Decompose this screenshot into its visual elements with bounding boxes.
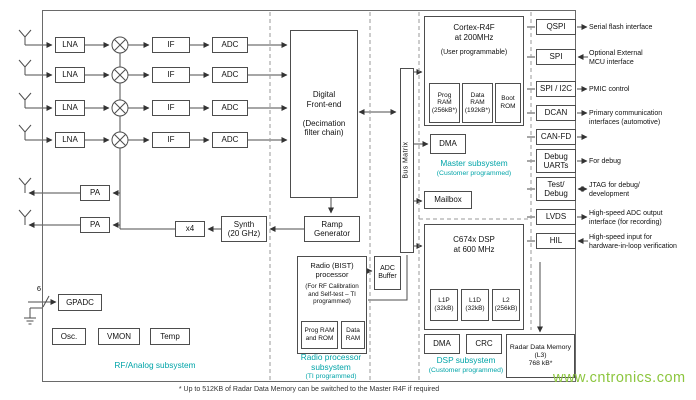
lna-block-1: LNA (55, 37, 85, 53)
bus-matrix-label: Bus Matrix (402, 141, 410, 180)
l1p-block: L1P (32kB) (430, 289, 458, 321)
radio-subsystem-sublabel: (TI programmed) (305, 373, 357, 380)
mixer-icon (111, 36, 129, 149)
cortex-data-ram-block: Data RAM (192kB*) (462, 83, 493, 123)
external-label-pmic: PMIC control (589, 86, 630, 93)
radio-bist-title: Radio (BIST) processor (310, 261, 354, 279)
crc-block: CRC (466, 334, 502, 354)
if-block-2: IF (152, 67, 190, 83)
if-block-1: IF (152, 37, 190, 53)
cortex-prog-ram-block: Prog RAM (256kB*) (429, 83, 460, 123)
external-label-debug: For debug (589, 158, 621, 165)
dsp-dma-block: DMA (424, 334, 460, 354)
adc-block-3: ADC (212, 100, 248, 116)
pa-block-2: PA (80, 217, 110, 233)
radar-data-memory-block: Radar Data Memory (L3) 768 kB* (506, 334, 575, 378)
radio-data-ram-block: Data RAM (341, 321, 365, 349)
canfd-block: CAN-FD (536, 129, 576, 145)
c674x-dsp-block: C674x DSP at 600 MHz L1P (32kB) L1D (32k… (424, 224, 524, 330)
footnote: * Up to 512KB of Radar Data Memory can b… (178, 386, 440, 393)
external-label-serial-flash: Serial flash interface (589, 24, 653, 31)
l1d-block: L1D (32kB) (461, 289, 489, 321)
adc-block-2: ADC (212, 67, 248, 83)
master-subsystem-label: Master subsystem (440, 158, 508, 168)
x4-multiplier-block: x4 (175, 221, 205, 237)
lna-block-2: LNA (55, 67, 85, 83)
radio-bist-note: (For RF Calibration and Self-test – TI p… (305, 283, 359, 306)
antenna-icon (18, 29, 32, 225)
ground-icon (24, 307, 42, 325)
ramp-generator-block: Ramp Generator (304, 216, 360, 242)
master-dma-block: DMA (430, 134, 466, 154)
radio-prog-ram-block: Prog RAM and ROM (301, 321, 338, 349)
radio-subsystem-label: Radio processor subsystem (300, 352, 362, 372)
if-block-3: IF (152, 100, 190, 116)
cortex-r4f-block: Cortex-R4F at 200MHz (User programmable)… (424, 16, 524, 126)
external-label-comm: Primary communication interfaces (automo… (589, 110, 663, 127)
qspi-block: QSPI (536, 19, 576, 35)
adc-block-4: ADC (212, 132, 248, 148)
subsystem-boundaries (269, 12, 532, 380)
dsp-title: C674x DSP at 600 MHz (453, 235, 495, 254)
dsp-subsystem-label: DSP subsystem (436, 355, 496, 365)
rf-subsystem-label: RF/Analog subsystem (114, 360, 196, 370)
lna-block-3: LNA (55, 100, 85, 116)
cortex-boot-rom-block: Boot ROM (495, 83, 521, 123)
radio-bist-block: Radio (BIST) processor (For RF Calibrati… (297, 256, 367, 354)
synth-block: Synth (20 GHz) (221, 216, 267, 242)
adc-block-1: ADC (212, 37, 248, 53)
gpadc-block: GPADC (58, 294, 102, 311)
vmon-block: VMON (98, 328, 140, 345)
external-label-jtag: JTAG for debug/ development (589, 182, 640, 199)
pa-block-1: PA (80, 185, 110, 201)
digital-frontend-block: Digital Front-end (Decimation filter cha… (290, 30, 358, 198)
dcan-block: DCAN (536, 105, 576, 121)
test-debug-block: Test/ Debug (536, 177, 576, 201)
watermark: www.cntronics.com (553, 370, 686, 386)
mailbox-block: Mailbox (424, 191, 472, 209)
spi-i2c-block: SPI / I2C (536, 81, 576, 97)
temp-block: Temp (150, 328, 190, 345)
debug-uarts-block: Debug UARTs (536, 149, 576, 173)
external-label-mcu: Optional External MCU interface (589, 50, 643, 67)
external-label-hil: High-speed input for hardware-in-loop ve… (589, 234, 677, 251)
bus-matrix-block: Bus Matrix (400, 68, 414, 253)
dsp-subsystem-sublabel: (Customer programmed) (428, 367, 504, 374)
master-subsystem-sublabel: (Customer programmed) (436, 170, 512, 177)
if-block-4: IF (152, 132, 190, 148)
cortex-note: (User programmable) (440, 49, 508, 56)
l2-block: L2 (256kB) (492, 289, 520, 321)
cortex-title: Cortex-R4F at 200MHz (453, 23, 495, 42)
osc-block: Osc. (52, 328, 86, 345)
external-label-adc-out: High-speed ADC output interface (for rec… (589, 210, 663, 227)
hil-block: HIL (536, 233, 576, 249)
spi-block: SPI (536, 49, 576, 65)
adc-channel-count: 6 (36, 284, 42, 293)
lvds-block: LVDS (536, 209, 576, 225)
adc-buffer-block: ADC Buffer (374, 256, 401, 290)
lna-block-4: LNA (55, 132, 85, 148)
